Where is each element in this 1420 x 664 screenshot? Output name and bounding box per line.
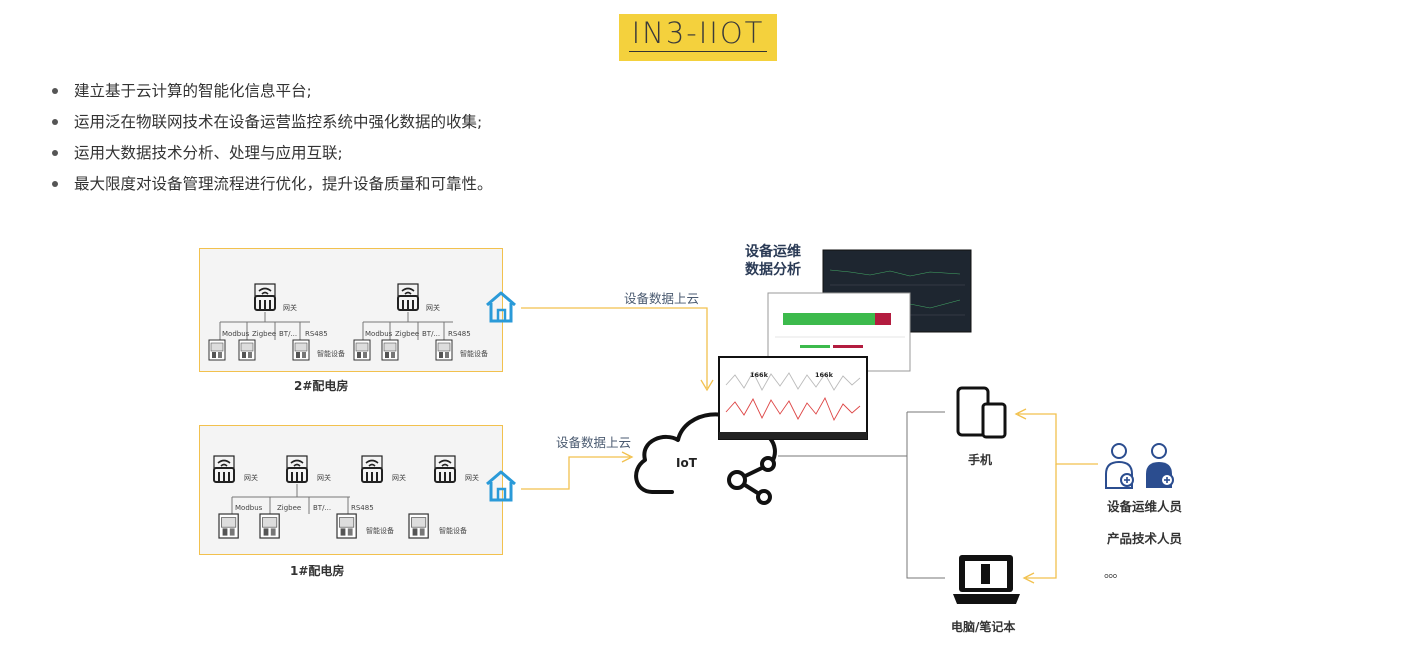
protocol-label: BT/... xyxy=(279,330,298,338)
protocol-label: Zigbee xyxy=(252,330,277,338)
room1-panel xyxy=(199,425,503,555)
protocol-label: Zigbee xyxy=(277,504,302,512)
analysis-title-line: 设备运维 xyxy=(745,244,801,260)
room1-label: 1#配电房 xyxy=(290,564,345,578)
protocol-label: RS485 xyxy=(448,330,471,338)
page-title: IN3-IIOT xyxy=(631,16,765,50)
gateway-icon xyxy=(361,455,383,483)
bullet-icon xyxy=(52,150,58,156)
ellipsis-label: 。。。 xyxy=(1104,565,1125,580)
protocol-label: BT/... xyxy=(313,504,332,512)
protocol-label: Modbus xyxy=(222,330,250,338)
list-item: 运用大数据技术分析、处理与应用互联; xyxy=(52,138,493,169)
list-item: 运用泛在物联网技术在设备运营监控系统中强化数据的收集; xyxy=(52,107,493,138)
list-item: 建立基于云计算的智能化信息平台; xyxy=(52,76,493,107)
list-item: 最大限度对设备管理流程进行优化，提升设备质量和可靠性。 xyxy=(52,169,493,200)
chart-value-label: 166k xyxy=(815,371,833,379)
person-icon-outline xyxy=(1105,443,1134,489)
home-icon xyxy=(485,470,517,502)
mobile-icon xyxy=(956,386,1007,439)
title-underline xyxy=(629,51,767,52)
gateway-label: 网关 xyxy=(392,474,406,482)
person-label: 产品技术人员 xyxy=(1107,531,1183,546)
people-arrows xyxy=(1014,408,1098,584)
person-label: 设备运维人员 xyxy=(1107,499,1183,514)
bullet-icon xyxy=(52,88,58,94)
gateway-icon xyxy=(434,455,456,483)
bullet-text: 建立基于云计算的智能化信息平台; xyxy=(74,82,312,100)
smart-device-icon xyxy=(408,513,429,539)
upload-arrows xyxy=(521,307,714,490)
analysis-title-line: 数据分析 xyxy=(745,262,801,278)
dashboard-screens xyxy=(718,249,972,440)
chart-value-label: 166k xyxy=(750,371,768,379)
protocol-label: RS485 xyxy=(351,504,374,512)
bullet-text: 运用泛在物联网技术在设备运营监控系统中强化数据的收集; xyxy=(74,113,483,131)
protocol-label: Modbus xyxy=(235,504,263,512)
bullet-icon xyxy=(52,119,58,125)
gateway-label: 网关 xyxy=(244,474,258,482)
gateway-icon xyxy=(397,283,419,311)
pc-label: 电脑/笔记本 xyxy=(951,620,1016,634)
smart-device-icon xyxy=(208,339,226,361)
device-label: 智能设备 xyxy=(366,527,394,535)
device-label: 智能设备 xyxy=(317,350,345,358)
gateway-label: 网关 xyxy=(283,304,297,312)
smart-device-icon xyxy=(353,339,371,361)
share-icon xyxy=(727,456,776,505)
upload-label: 设备数据上云 xyxy=(624,291,700,306)
bullet-text: 最大限度对设备管理流程进行优化，提升设备质量和可靠性。 xyxy=(74,175,493,193)
room1-network xyxy=(213,455,456,539)
gateway-icon xyxy=(286,455,308,483)
device-connections xyxy=(778,411,945,579)
upload-label: 设备数据上云 xyxy=(556,435,632,450)
feature-list: 建立基于云计算的智能化信息平台; 运用泛在物联网技术在设备运营监控系统中强化数据… xyxy=(52,76,493,200)
protocol-label: Zigbee xyxy=(395,330,420,338)
protocol-label: RS485 xyxy=(305,330,328,338)
bullet-text: 运用大数据技术分析、处理与应用互联; xyxy=(74,144,343,162)
bullet-icon xyxy=(52,181,58,187)
analysis-title: 设备运维 数据分析 xyxy=(745,243,801,279)
smart-device-icon xyxy=(238,339,256,361)
gateway-label: 网关 xyxy=(317,474,331,482)
room2-label: 2#配电房 xyxy=(294,379,349,393)
protocol-label: BT/... xyxy=(422,330,441,338)
device-label: 智能设备 xyxy=(460,350,488,358)
person-icon-filled xyxy=(1146,443,1174,488)
cloud-label: IoT xyxy=(676,456,697,470)
title-banner: IN3-IIOT xyxy=(619,14,777,61)
smart-device-icon xyxy=(435,339,453,361)
protocol-label: Modbus xyxy=(365,330,393,338)
room2-network xyxy=(208,283,453,361)
home-icon xyxy=(485,291,517,323)
smart-device-icon xyxy=(259,513,280,539)
gateway-icon xyxy=(254,283,276,311)
smart-device-icon xyxy=(218,513,239,539)
gateway-label: 网关 xyxy=(465,474,479,482)
mobile-label: 手机 xyxy=(968,453,993,467)
smart-device-icon xyxy=(381,339,399,361)
gateway-icon xyxy=(213,455,235,483)
smart-device-icon xyxy=(292,339,310,361)
device-label: 智能设备 xyxy=(439,527,467,535)
smart-device-icon xyxy=(336,513,357,539)
laptop-icon xyxy=(953,555,1020,604)
gateway-label: 网关 xyxy=(426,304,440,312)
